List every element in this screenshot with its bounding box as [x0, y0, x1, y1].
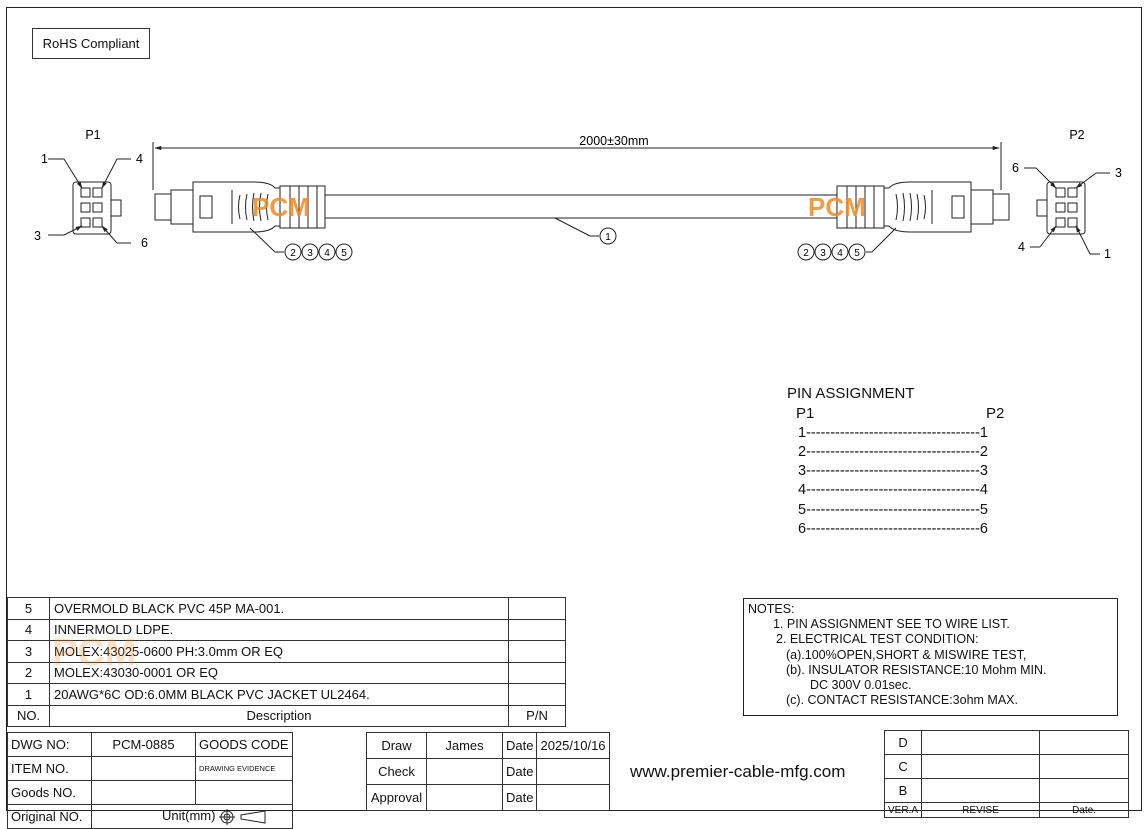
pin-row: 6------------------------------------6 [798, 521, 988, 537]
left-plug [154, 181, 326, 233]
pin-head-p1: P1 [796, 405, 815, 422]
leader-cable [554, 217, 591, 237]
balloon-group-right: 2 3 4 5 [797, 243, 866, 261]
p1-pin-tl: 1 [41, 152, 48, 166]
svg-text:5: 5 [341, 248, 347, 259]
pin-row: 1------------------------------------1 [798, 425, 988, 441]
notes-title: NOTES: [748, 602, 795, 616]
svg-text:3: 3 [307, 248, 313, 259]
svg-text:4: 4 [837, 248, 843, 259]
cable-drawing: 2000±30mm PCM PCM 1 [34, 128, 1122, 261]
rohs-badge: RoHS Compliant [32, 28, 150, 59]
balloon-1 [599, 227, 617, 245]
notes-box: NOTES: 1. PIN ASSIGNMENT SEE TO WIRE LIS… [743, 598, 1118, 716]
projection-symbol-icon [219, 808, 266, 825]
note-line: (c). CONTACT RESISTANCE:3ohm MAX. [786, 693, 1018, 708]
svg-text:2: 2 [290, 248, 296, 259]
note-line: (a).100%OPEN,SHORT & MISWIRE TEST, [786, 647, 1027, 662]
svg-text:2: 2 [803, 248, 809, 259]
note-line: DC 300V 0.01sec. [810, 678, 912, 693]
p2-pin-br: 1 [1104, 247, 1111, 261]
pin-row: 4------------------------------------4 [798, 482, 988, 498]
p1-pin-tr: 4 [136, 152, 143, 166]
right-plug [836, 181, 1010, 233]
leader-left [249, 227, 276, 253]
svg-text:3: 3 [820, 248, 826, 259]
pin-row: 2------------------------------------2 [798, 444, 988, 460]
leader-right [871, 227, 897, 253]
p2-pin-tr: 3 [1115, 166, 1122, 180]
pin-assignment-title: PIN ASSIGNMENT [787, 385, 915, 402]
length-dimension: 2000±30mm [579, 134, 648, 148]
note-line: (b). INSULATOR RESISTANCE:10 Mohm MIN. [786, 662, 1047, 677]
p2-label: P2 [1069, 128, 1084, 142]
pin-head-p2: P2 [986, 405, 1005, 422]
drawing-frame [6, 7, 1142, 811]
p1-label: P1 [85, 128, 100, 142]
p1-pin-br: 6 [141, 236, 148, 250]
p1-pin-bl: 3 [34, 229, 41, 243]
svg-text:4: 4 [324, 248, 330, 259]
balloon-1-text: 1 [605, 232, 611, 243]
balloon-group-left: 2 3 4 5 [284, 243, 353, 261]
watermark-left: PCM [252, 192, 310, 222]
p1-face [72, 181, 122, 235]
cable-jacket [324, 194, 838, 219]
note-line: 2. ELECTRICAL TEST CONDITION: [776, 632, 979, 647]
company-url[interactable]: www.premier-cable-mfg.com [630, 762, 846, 781]
p2-pin-tl: 6 [1012, 161, 1019, 175]
p2-pin-bl: 4 [1018, 240, 1025, 254]
watermark-bom: PCM [52, 632, 137, 674]
note-line: 1. PIN ASSIGNMENT SEE TO WIRE LIST. [773, 617, 1010, 632]
svg-text:5: 5 [854, 248, 860, 259]
pin-row: 3------------------------------------3 [798, 463, 988, 479]
p2-face [1036, 181, 1086, 235]
revision-block: D C B VER.A REVISE Date. [883, 730, 1130, 818]
pin-row: 5------------------------------------5 [798, 502, 988, 518]
watermark-right: PCM [808, 192, 866, 222]
